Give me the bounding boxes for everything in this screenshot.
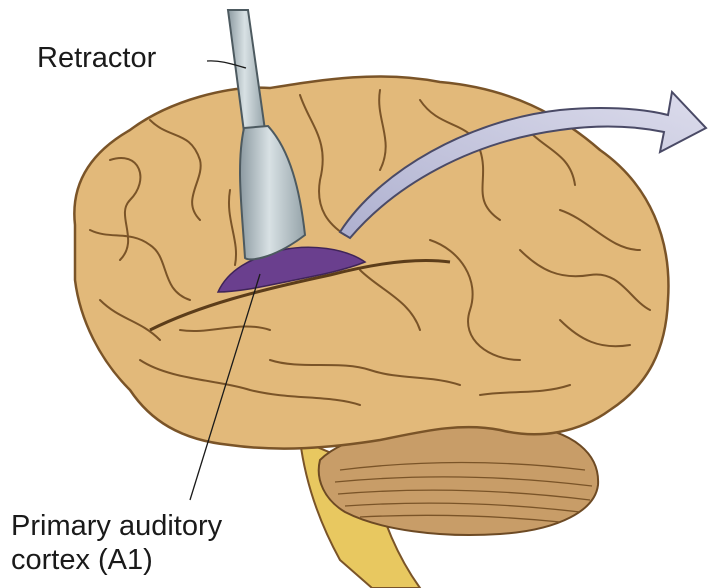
retractor-label: Retractor <box>37 41 156 75</box>
a1-label-line-2: cortex (A1) <box>11 543 222 577</box>
primary-auditory-cortex-label: Primary auditory cortex (A1) <box>11 509 222 577</box>
a1-label-line-1: Primary auditory <box>11 509 222 543</box>
